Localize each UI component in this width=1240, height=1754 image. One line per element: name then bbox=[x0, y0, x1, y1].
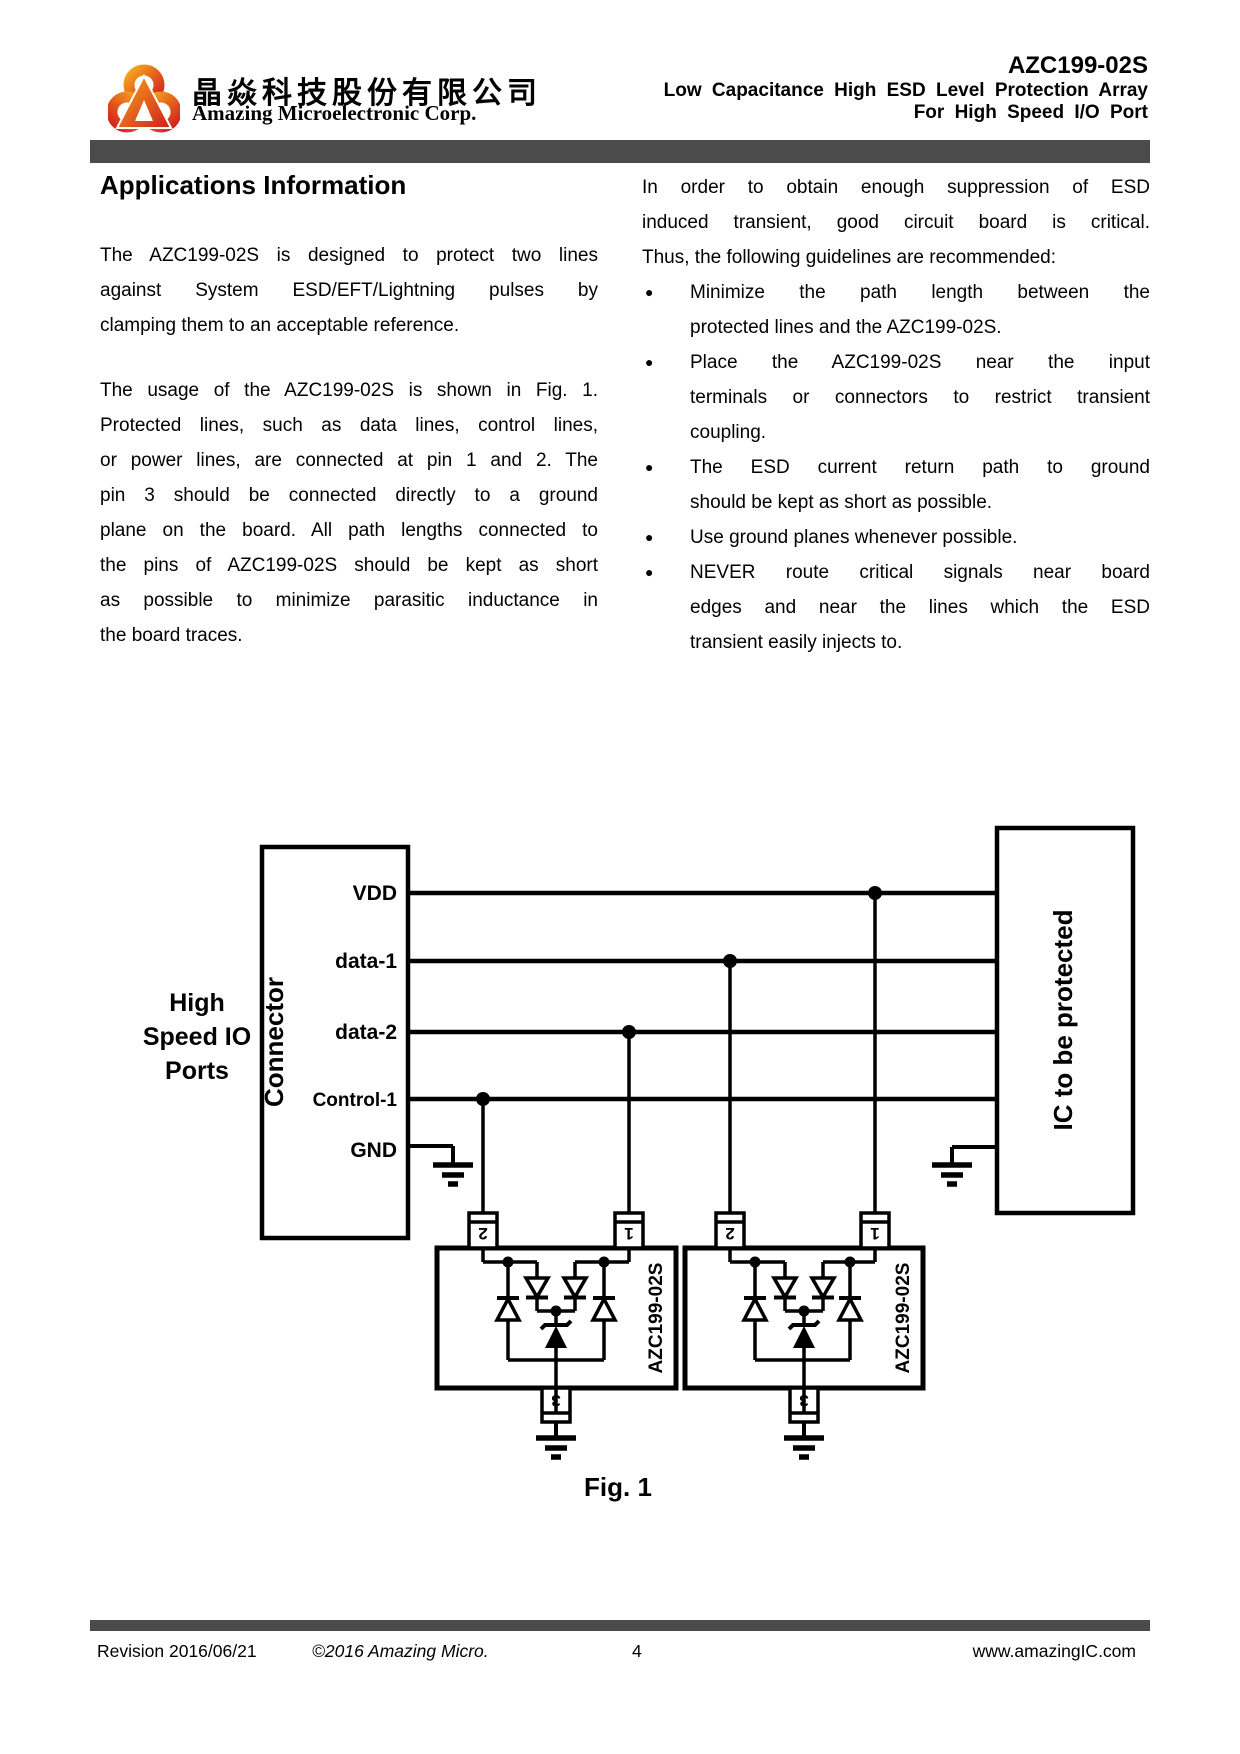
footer-revision: Revision 2016/06/21 bbox=[97, 1641, 257, 1661]
figure-1-schematic: High Speed IO Ports Connector IC to be p… bbox=[143, 825, 1136, 1502]
signal-label-control1: Control-1 bbox=[313, 1090, 398, 1111]
part-number: AZC199-02S bbox=[1007, 52, 1148, 79]
io-ports-label-line1: High bbox=[169, 989, 225, 1017]
signal-label-vdd: VDD bbox=[353, 882, 397, 905]
device1-ground-symbol bbox=[536, 1422, 576, 1460]
steering-diode-icons bbox=[741, 1276, 864, 1322]
signal-label-data2: data-2 bbox=[335, 1021, 397, 1044]
device1-label: AZC199-02S bbox=[646, 1263, 667, 1374]
steering-diode-icons bbox=[494, 1276, 618, 1322]
esd-device-1 bbox=[434, 1245, 679, 1460]
bullet-icon: ● bbox=[645, 564, 654, 580]
device1-node-dots bbox=[502, 1256, 610, 1317]
list-item: ● NEVER route critical signals near boar… bbox=[642, 555, 1150, 660]
left-paragraph-1: The AZC199-02S is designed to protect tw… bbox=[100, 245, 598, 336]
device2-label: AZC199-02S bbox=[893, 1263, 914, 1374]
zener-diode-icon bbox=[787, 1319, 821, 1348]
doc-subtitle-2: For High Speed I/O Port bbox=[913, 102, 1148, 123]
junction-drops bbox=[481, 893, 877, 1213]
ic-label: IC to be protected bbox=[1048, 909, 1078, 1130]
right-intro-paragraph: In order to obtain enough suppression of… bbox=[642, 177, 1150, 268]
doc-subtitle-1: Low Capacitance High ESD Level Protectio… bbox=[663, 80, 1148, 101]
ic-box bbox=[994, 825, 1136, 1216]
ic-ground-symbol bbox=[932, 1145, 997, 1187]
connector-box bbox=[259, 844, 411, 1241]
junction-dots bbox=[476, 886, 882, 1106]
header-divider-bar bbox=[90, 140, 1150, 163]
list-item: ● Place the AZC199-02S near the input te… bbox=[642, 345, 1150, 450]
doc-title-block: AZC199-02S Low Capacitance High ESD Leve… bbox=[664, 52, 1148, 124]
zener-diode-icon bbox=[539, 1319, 573, 1348]
bullet-icon: ● bbox=[645, 459, 654, 475]
pin-label-2: 2 bbox=[478, 1224, 487, 1243]
figure-caption: Fig. 1 bbox=[584, 1472, 652, 1502]
list-item: ● Minimize the path length between the p… bbox=[642, 275, 1150, 345]
io-ports-label-line2: Speed IO bbox=[143, 1023, 251, 1051]
pin-label-3: 3 bbox=[799, 1391, 808, 1410]
company-logo bbox=[106, 64, 182, 138]
bullet-icon: ● bbox=[645, 529, 654, 545]
logo-icon bbox=[106, 64, 182, 133]
list-item: ● The ESD current return path to ground … bbox=[642, 450, 1150, 520]
pin-label-1: 1 bbox=[870, 1224, 879, 1243]
signal-label-data1: data-1 bbox=[335, 950, 397, 973]
footer-page-number: 4 bbox=[632, 1641, 642, 1661]
top-pin-pads bbox=[467, 1211, 891, 1250]
right-column: In order to obtain enough suppression of… bbox=[642, 170, 1150, 660]
bullet-icon: ● bbox=[645, 354, 654, 370]
connector-ground-symbol bbox=[408, 1144, 473, 1187]
pin-label-2: 2 bbox=[725, 1224, 734, 1243]
bullet-icon: ● bbox=[645, 284, 654, 300]
footer-divider-bar bbox=[90, 1620, 1150, 1631]
signal-label-gnd: GND bbox=[350, 1139, 397, 1162]
esd-device-2 bbox=[682, 1245, 926, 1460]
io-ports-label-line3: Ports bbox=[165, 1057, 229, 1085]
list-item: ● Use ground planes whenever possible. bbox=[642, 520, 1150, 555]
device2-ground-symbol bbox=[784, 1422, 824, 1460]
signal-lines bbox=[408, 890, 997, 1102]
guideline-list: ● Minimize the path length between the p… bbox=[642, 275, 1150, 660]
section-heading: Applications Information bbox=[100, 170, 407, 200]
footer-copyright: ©2016 Amazing Micro. bbox=[312, 1641, 489, 1661]
company-name-english: Amazing Microelectronic Corp. bbox=[192, 101, 477, 125]
connector-label: Connector bbox=[259, 977, 289, 1107]
pin-label-3: 3 bbox=[551, 1391, 560, 1410]
company-name-chinese: 晶焱科技股份有限公司 bbox=[192, 76, 542, 111]
pin-label-1: 1 bbox=[624, 1224, 633, 1243]
footer-website-link[interactable]: www.amazingIC.com bbox=[972, 1641, 1136, 1661]
left-paragraph-2: The usage of the AZC199-02S is shown in … bbox=[100, 380, 598, 646]
device2-node-dots bbox=[749, 1256, 856, 1317]
